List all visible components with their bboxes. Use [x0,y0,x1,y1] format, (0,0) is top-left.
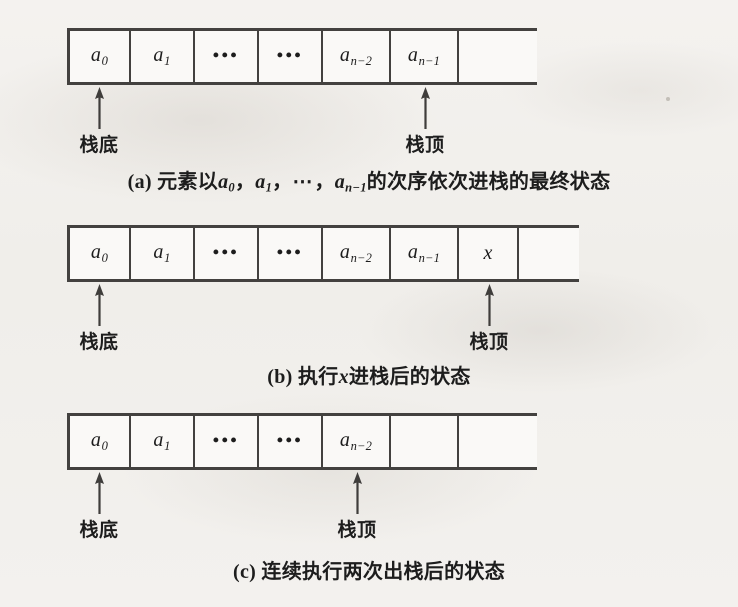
stack-cell: a1 [131,31,195,82]
caption-label: (b) [267,366,293,388]
stack-cell-empty [519,228,579,279]
up-arrow-icon [94,284,104,326]
stack-cell-list: a0 a1 ••• ••• an−2 [67,416,537,467]
stack-pointer-bottom: 栈底 [67,470,131,542]
cell-value: a0 [90,429,109,453]
stack-cell: ••• [195,228,259,279]
up-arrow-icon [352,472,362,514]
stack-cell: an−2 [323,31,391,82]
cell-value: a0 [90,44,109,68]
stack-cell-empty [391,416,459,467]
stack-cell-list: a0 a1 ••• ••• an−2 an−1 [67,31,537,82]
cell-value: an−2 [339,44,373,68]
caption-text: 连续执行两次出栈后的状态 [261,561,506,583]
cell-value: an−2 [339,429,373,453]
stack-cell: x [459,228,519,279]
caption-var: a0 [218,171,235,195]
cell-value: an−1 [407,241,441,265]
caption-text: 元素以 [157,171,219,193]
pointer-label: 栈底 [79,135,119,156]
stack-cell: ••• [259,31,323,82]
up-arrow-icon [94,87,104,129]
figure-caption-c: (c) 连续执行两次出栈后的状态 [0,555,738,584]
stack-strip-b: a0 a1 ••• ••• an−2 an−1 x [67,225,579,282]
stack-cell: a0 [67,228,131,279]
stack-cell: an−1 [391,228,459,279]
pointer-label: 栈顶 [337,520,377,541]
up-arrow-icon [484,284,494,326]
cell-ellipsis: ••• [276,430,304,450]
stack-cell: ••• [259,416,323,467]
figure-caption-a: (a) 元素以a0，a1，⋯，an−1的次序依次进栈的最终状态 [127,171,611,195]
cell-value: a1 [153,241,171,265]
stack-cell: a1 [131,228,195,279]
stack-cell-empty [459,416,537,467]
cell-value: a1 [153,429,171,453]
stack-strip-a: a0 a1 ••• ••• an−2 an−1 [67,28,537,85]
caption-var: a1 [255,171,273,195]
cell-ellipsis: ••• [276,45,304,65]
figure-caption-b: (b) 执行x进栈后的状态 [0,360,738,389]
caption-label: (a) [127,171,152,193]
up-arrow-icon [420,87,430,129]
cell-value: a0 [90,241,109,265]
stack-pointer-bottom: 栈底 [67,85,131,157]
cell-value: an−1 [407,44,441,68]
stack-strip-c: a0 a1 ••• ••• an−2 [67,413,537,470]
pointer-label: 栈顶 [469,332,509,353]
stack-cell: a0 [67,31,131,82]
stack-pointer-top: 栈顶 [325,470,389,542]
stack-cell: ••• [195,416,259,467]
stack-cell: an−2 [323,228,391,279]
cell-ellipsis: ••• [212,430,240,450]
cell-ellipsis: ••• [212,45,240,65]
caption-text-tail: 进栈后的状态 [348,366,471,388]
cell-value: x [483,242,493,264]
cell-value: a1 [153,44,171,68]
caption-var: x [338,366,349,388]
stack-pointer-bottom: 栈底 [67,282,131,354]
stack-cell: an−1 [391,31,459,82]
stack-cell-empty [459,31,537,82]
stack-cell: an−2 [323,416,391,467]
scan-speck [666,97,670,101]
stack-pointer-top: 栈顶 [457,282,521,354]
caption-text: 执行 [297,366,339,388]
cell-value: an−2 [339,241,373,265]
up-arrow-icon [94,472,104,514]
cell-ellipsis: ••• [276,242,304,262]
stack-cell-list: a0 a1 ••• ••• an−2 an−1 x [67,228,579,279]
cell-ellipsis: ••• [212,242,240,262]
caption-text-tail: 的次序依次进栈的最终状态 [366,171,611,193]
stack-cell: a1 [131,416,195,467]
caption-label: (c) [232,561,257,583]
stack-cell: ••• [195,31,259,82]
caption-var: an−1 [334,171,367,195]
pointer-label: 栈顶 [405,135,445,156]
pointer-label: 栈底 [79,520,119,541]
stack-cell: a0 [67,416,131,467]
caption-ellipsis: ⋯ [292,171,315,193]
pointer-label: 栈底 [79,332,119,353]
stack-cell: ••• [259,228,323,279]
stack-pointer-top: 栈顶 [393,85,457,157]
